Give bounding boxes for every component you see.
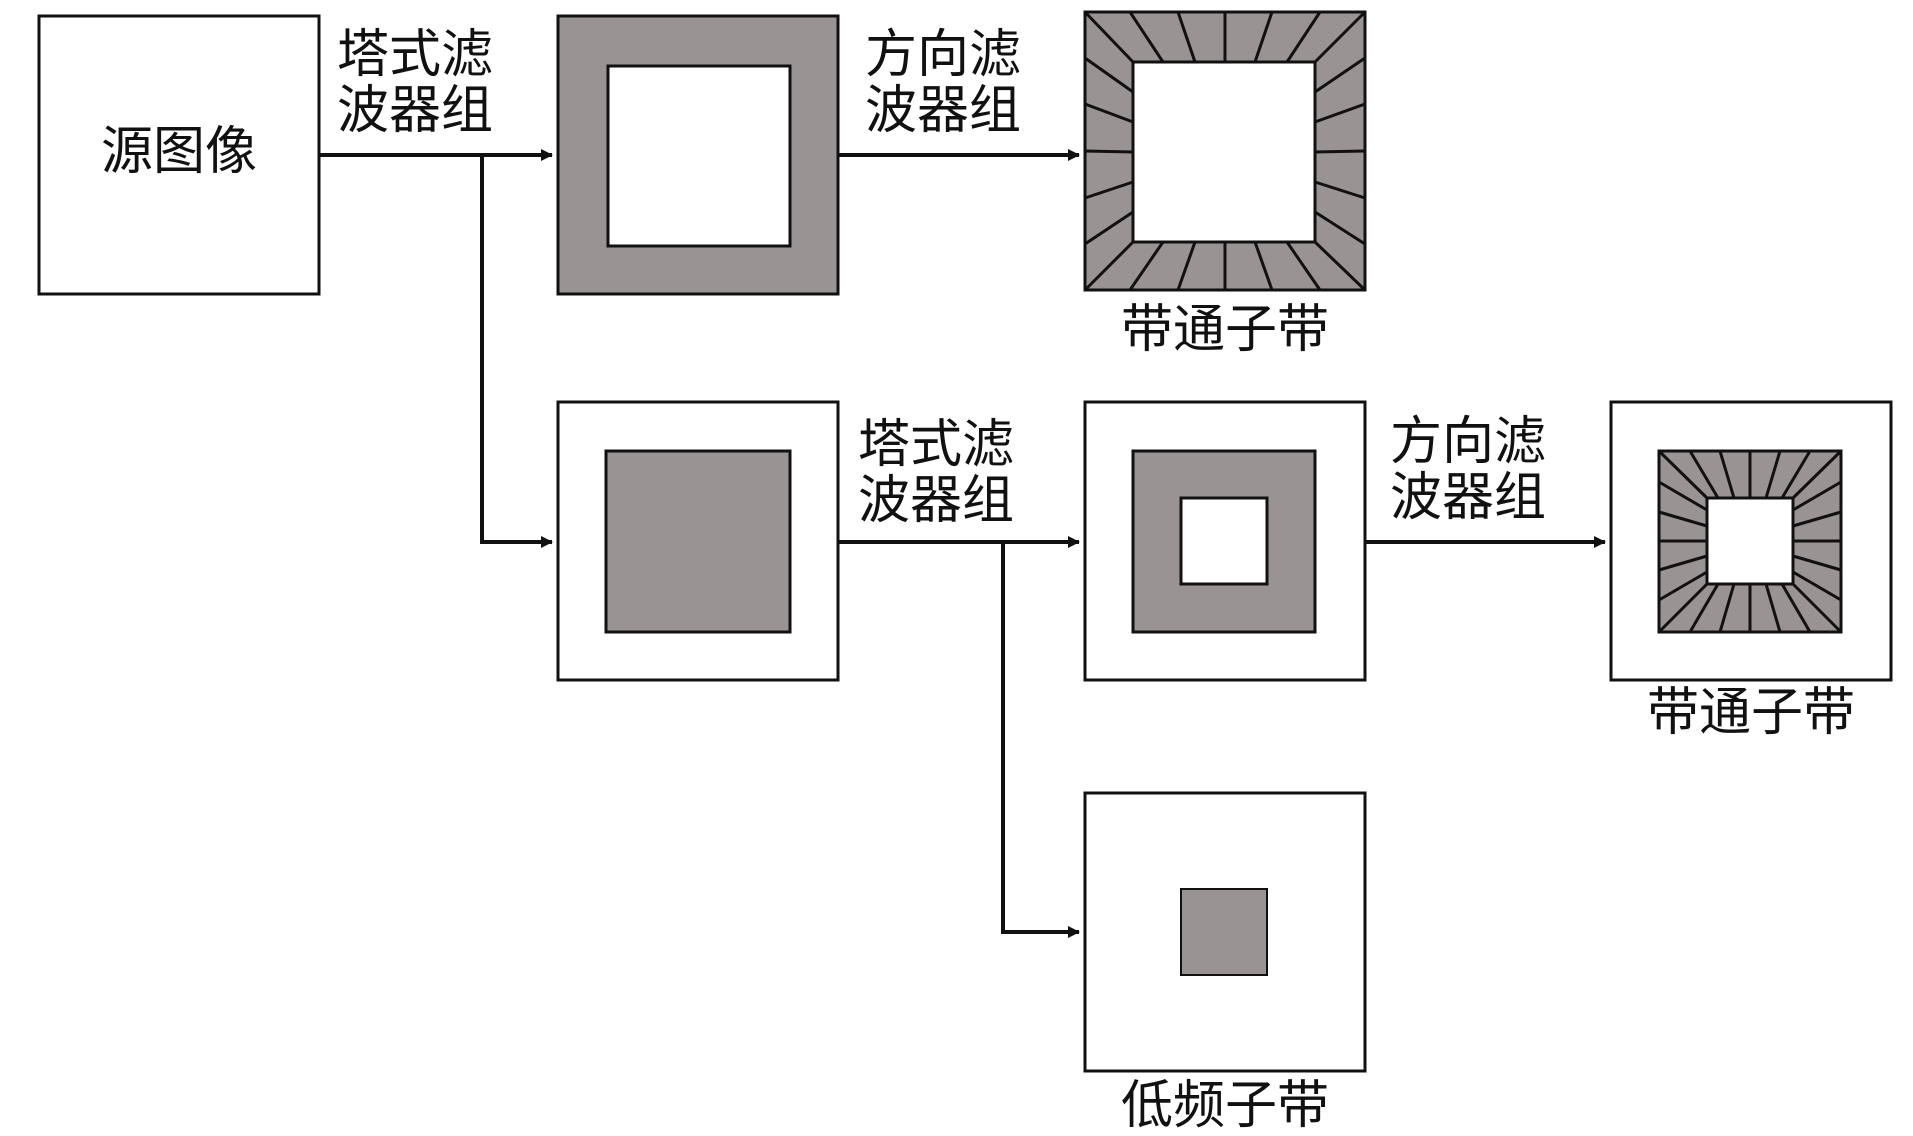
pyramid-filter-label-2: 塔式滤 波器组: [858, 417, 1014, 529]
pyramid-filter-label-1-line1: 塔式滤: [337, 25, 494, 85]
directional-filter-label-1-line2: 波器组: [865, 81, 1022, 141]
directional-filter-label-2-line2: 波器组: [1390, 468, 1547, 528]
lowpass-subband-box: [1083, 791, 1367, 1073]
bandpass-subband-2-label: 带通子带: [1646, 683, 1855, 743]
bandpass-subband-2-box: [1609, 400, 1893, 682]
pyramid-filter-label-1: 塔式滤 波器组: [337, 27, 493, 139]
pyramid-stage2-highpass-box: [1083, 400, 1367, 682]
bandpass-subband-1-label: 带通子带: [1120, 300, 1329, 360]
source-image-label: 源图像: [100, 122, 257, 182]
pyramid-filter-label-1-line2: 波器组: [337, 81, 494, 141]
bandpass-subband-1-box: [1083, 10, 1367, 292]
arrow-lowpass1-to-lowpass-subband: [1001, 542, 1080, 938]
lowpass-subband-label: 低频子带: [1120, 1076, 1329, 1136]
pyramid-filter-label-2-line2: 波器组: [858, 471, 1015, 531]
pyramid-filter-label-2-line1: 塔式滤: [858, 415, 1015, 475]
directional-filter-label-2-line1: 方向滤: [1390, 412, 1547, 472]
directional-filter-label-1-line1: 方向滤: [865, 25, 1022, 85]
directional-wedge-lines-2: [1657, 449, 1843, 634]
pyramid-stage1-highpass-box: [556, 14, 840, 296]
directional-wedge-lines-1: [1083, 10, 1367, 292]
directional-filter-label-1: 方向滤 波器组: [865, 27, 1021, 139]
arrow-source-to-lowpass1: [480, 155, 553, 548]
source-image-box: [37, 14, 321, 296]
pyramid-stage1-lowpass-box: [556, 400, 840, 682]
directional-filter-label-2: 方向滤 波器组: [1390, 414, 1546, 526]
